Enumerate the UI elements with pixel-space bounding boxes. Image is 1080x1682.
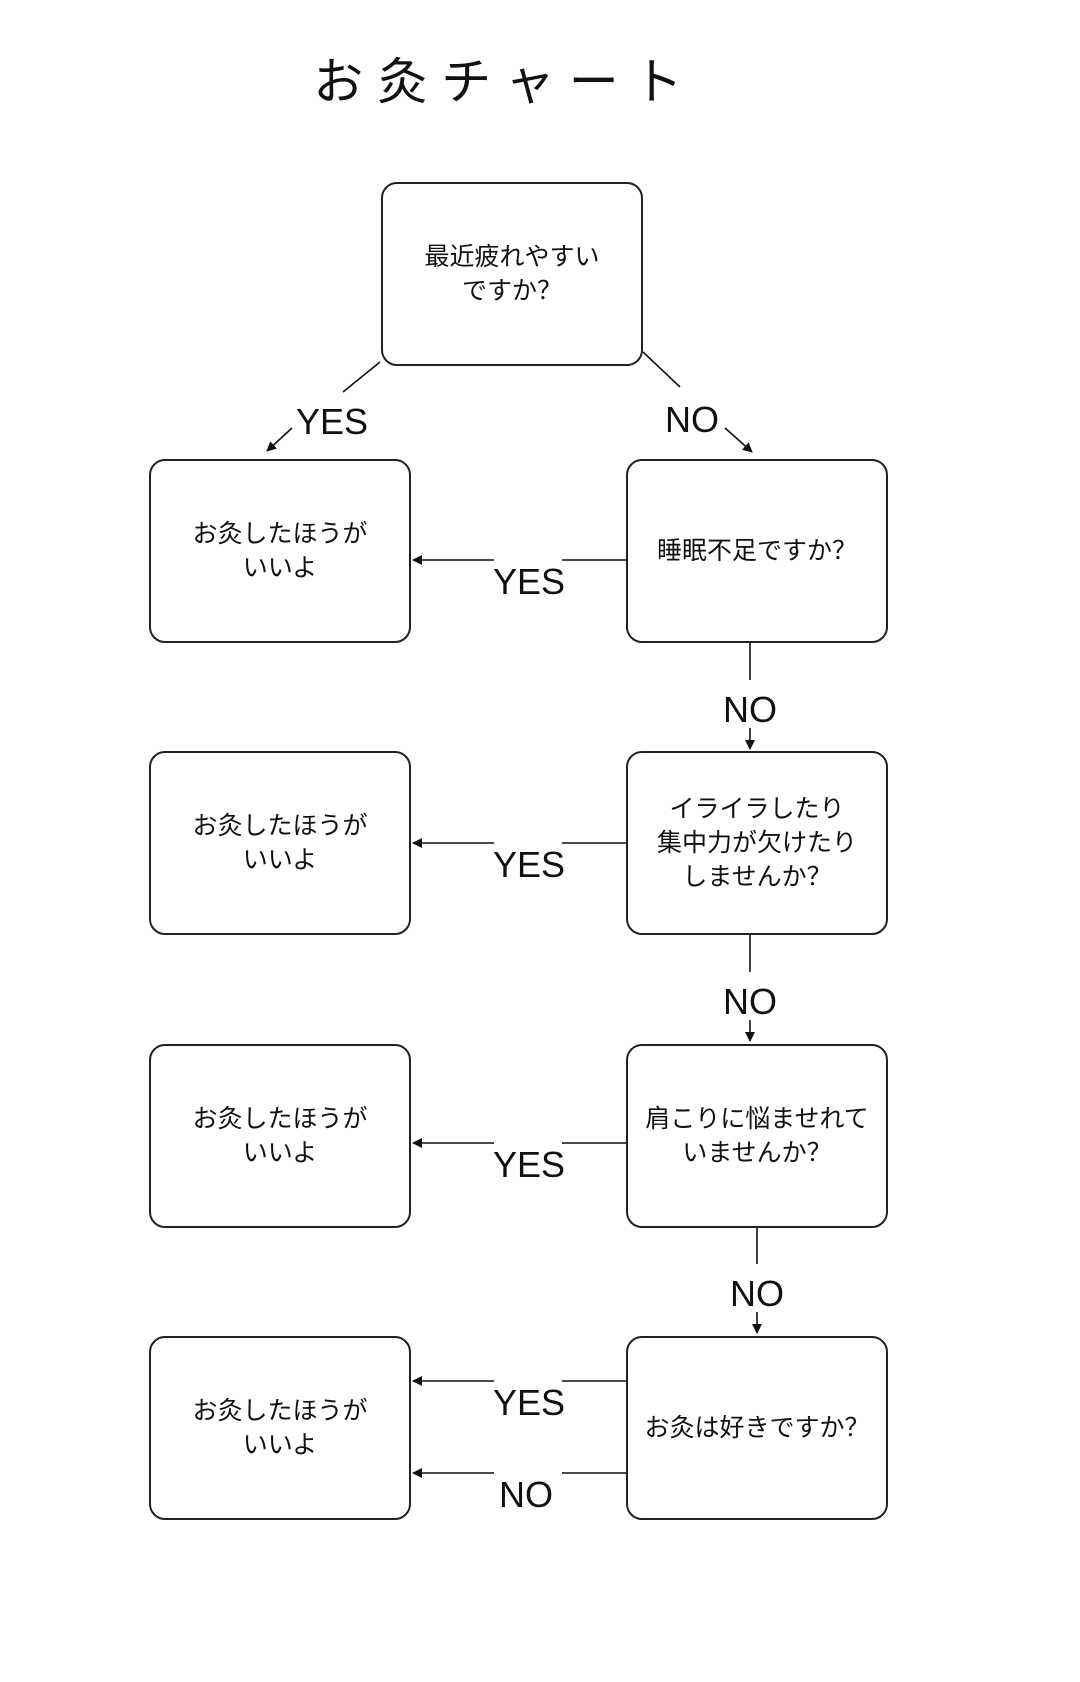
edge-label-q3-yes: YES: [493, 844, 566, 885]
question-text-5: お灸は好きですか？: [644, 1413, 870, 1442]
question-text-1: 最近疲れやすい ですか？: [424, 242, 600, 305]
edge-q1-yes-line: [342, 361, 381, 393]
edge-q1-yes-arrow: [266, 427, 293, 452]
edge-label-q3-no: NO: [723, 981, 777, 1022]
result-box-3: お灸したほうが いいよ: [149, 1044, 411, 1228]
result-box-1: お灸したほうが いいよ: [149, 459, 411, 643]
question-box-5: お灸は好きですか？: [626, 1336, 888, 1520]
result-text-3: お灸したほうが いいよ: [192, 1104, 368, 1167]
edge-label-q4-yes: YES: [493, 1144, 566, 1185]
question-box-2: 睡眠不足ですか？: [626, 459, 888, 643]
edge-label-q4-no: NO: [730, 1273, 784, 1314]
result-box-2: お灸したほうが いいよ: [149, 751, 411, 935]
edge-label-q2-yes: YES: [493, 561, 566, 602]
edge-label-q5-no: NO: [499, 1474, 553, 1515]
question-text-2: 睡眠不足ですか？: [656, 536, 857, 565]
edge-label-q5-yes: YES: [493, 1382, 566, 1423]
result-text-1: お灸したほうが いいよ: [192, 519, 368, 582]
edge-q1-no-arrow: [724, 427, 753, 453]
edge-label-q2-no: NO: [723, 689, 777, 730]
edge-label-q1-no: NO: [665, 399, 719, 440]
edge-q1-no-line: [642, 351, 681, 388]
question-box-4: 肩こりに悩ませれて いませんか？: [626, 1044, 888, 1228]
chart-title: お灸チャート: [313, 53, 697, 111]
result-box-4: お灸したほうが いいよ: [149, 1336, 411, 1520]
question-text-4: 肩こりに悩ませれて いませんか？: [645, 1104, 869, 1167]
question-box-1: 最近疲れやすい ですか？: [381, 182, 643, 366]
result-text-4: お灸したほうが いいよ: [192, 1396, 368, 1459]
result-text-2: お灸したほうが いいよ: [192, 811, 368, 874]
question-box-3: イライラしたり 集中力が欠けたり しませんか？: [626, 751, 888, 935]
edge-label-q1-yes: YES: [296, 401, 369, 442]
question-text-3: イライラしたり 集中力が欠けたり しませんか？: [656, 794, 857, 891]
